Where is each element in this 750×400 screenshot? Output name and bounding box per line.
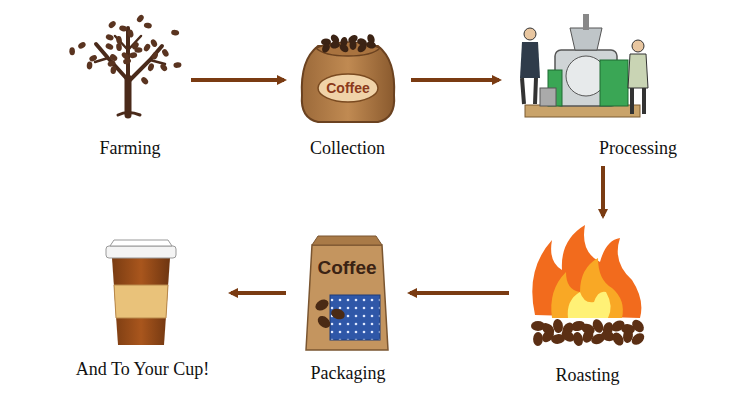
coffee-bean	[329, 41, 340, 50]
flow-arrow	[231, 291, 286, 295]
coffee-bean	[365, 41, 376, 50]
coffee-bean	[105, 33, 114, 41]
flow-arrow	[191, 78, 284, 82]
coffee-bean	[69, 47, 75, 55]
coffee-bean	[171, 30, 179, 36]
coffee-bean	[105, 42, 115, 50]
coffee-bean	[107, 59, 117, 67]
coffee-bean	[140, 76, 150, 86]
tree-beans	[69, 14, 181, 86]
flow-arrow	[411, 78, 499, 82]
coffee-bean	[571, 331, 584, 347]
coffee-bean	[143, 43, 152, 53]
coffee-bean	[533, 332, 543, 346]
stage-label: Collection	[310, 138, 385, 160]
coffee-bean	[150, 38, 159, 48]
coffee-cup	[106, 240, 176, 345]
flow-arrow	[410, 291, 509, 295]
flow-arrow	[601, 166, 605, 216]
coffee-bean	[116, 43, 122, 52]
stage-label: Processing	[599, 138, 677, 160]
stage-node: Roasting	[515, 222, 660, 387]
coffee-sack	[302, 33, 394, 122]
stage-node: Processing	[505, 5, 685, 160]
package-label: Coffee	[326, 80, 370, 96]
coffee-bean	[338, 42, 350, 54]
coffee-bean	[77, 41, 87, 50]
coffee-bean	[161, 48, 170, 58]
coffee-bean	[119, 25, 128, 32]
coffee-bean	[552, 318, 564, 333]
coffee-bean	[86, 61, 92, 69]
coffee-bean	[143, 22, 152, 29]
stage-label: Packaging	[311, 363, 386, 385]
coffee-bean	[147, 63, 155, 72]
coffee-bean	[350, 40, 357, 50]
stage-label: And To Your Cup!	[76, 359, 209, 381]
coffee-bean	[159, 63, 168, 73]
coffee-bean	[131, 41, 140, 51]
roasting-machine	[520, 14, 648, 117]
coffee-bean	[122, 57, 131, 65]
roasting-fire	[531, 225, 647, 348]
coffee-bean	[151, 51, 160, 61]
stage-label: Farming	[100, 138, 161, 160]
stage-node: Packaging	[292, 230, 404, 385]
coffee-bean	[629, 331, 646, 347]
coffee-bean	[173, 62, 182, 69]
coffee-bag	[306, 236, 388, 350]
package-label: Coffee	[317, 257, 376, 279]
coffee-bean	[110, 66, 117, 75]
coffee-bean	[136, 14, 145, 24]
coffee-tree	[95, 28, 165, 115]
stage-label: Roasting	[555, 365, 619, 387]
stage-node: And To Your Cup!	[60, 236, 225, 381]
coffee-bean	[320, 42, 331, 54]
coffee-bean	[107, 20, 117, 30]
coffee-bean	[127, 29, 135, 38]
coffee-bean	[129, 52, 138, 59]
stage-node: Farming	[75, 10, 185, 160]
coffee-bean	[88, 54, 98, 63]
